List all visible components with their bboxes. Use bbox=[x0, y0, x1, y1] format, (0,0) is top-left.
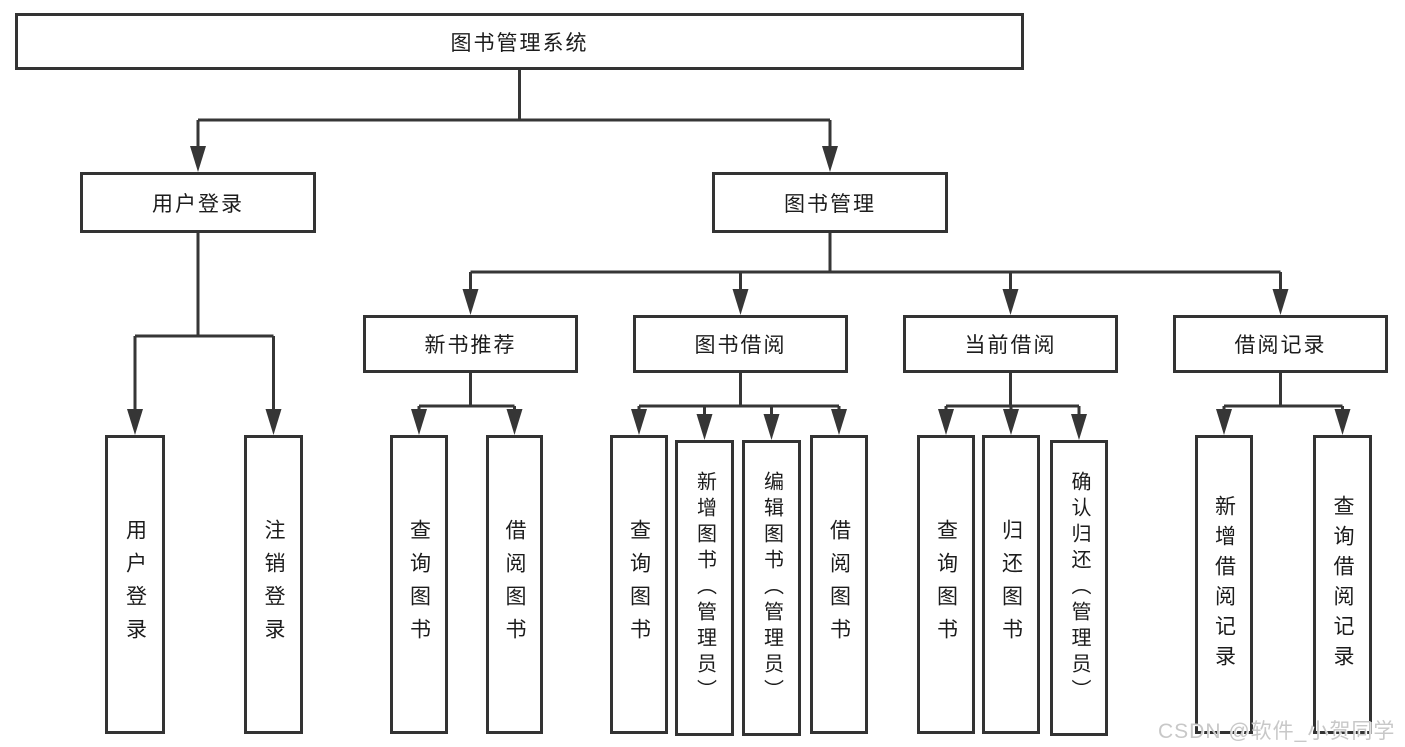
leaf-borrow-query-label: 查询图书 bbox=[627, 518, 651, 651]
node-book-mgmt: 图书管理 bbox=[712, 172, 948, 233]
leaf-borrow-query: 查询图书 bbox=[610, 435, 668, 734]
csdn-watermark: CSDN @软件_小贺同学 bbox=[1158, 720, 1396, 743]
leaf-current-confirm-admin: 确认归还（管理员） bbox=[1050, 440, 1108, 736]
leaf-records-query-label: 查询借阅记录 bbox=[1331, 494, 1354, 675]
connector-bookmgmt-branch bbox=[469, 233, 1282, 295]
leaf-records-query: 查询借阅记录 bbox=[1313, 435, 1372, 734]
leaf-current-return: 归还图书 bbox=[982, 435, 1040, 734]
node-user-login-label: 用户登录 bbox=[152, 192, 244, 216]
leaf-borrow-add-admin-label: 新增图书（管理员） bbox=[693, 471, 716, 705]
node-root: 图书管理系统 bbox=[15, 13, 1024, 70]
leaf-records-add-label: 新增借阅记录 bbox=[1212, 494, 1236, 675]
node-book-borrow: 图书借阅 bbox=[633, 315, 848, 373]
arrowhead bbox=[938, 409, 954, 435]
leaf-user-login: 用户登录 bbox=[105, 435, 165, 734]
node-current-borrow-label: 当前借阅 bbox=[964, 334, 1057, 357]
connector-userlogin-branch bbox=[133, 233, 275, 415]
node-book-mgmt-label: 图书管理 bbox=[784, 192, 876, 216]
arrowhead bbox=[265, 409, 282, 435]
arrowhead bbox=[831, 409, 847, 435]
leaf-newbooks-query: 查询图书 bbox=[390, 435, 448, 734]
node-new-books-label: 新书推荐 bbox=[424, 334, 517, 357]
leaf-user-login-label: 用户登录 bbox=[123, 518, 147, 651]
leaf-borrow-edit-admin: 编辑图书（管理员） bbox=[742, 440, 801, 736]
node-new-books: 新书推荐 bbox=[363, 315, 578, 373]
node-root-label: 图书管理系统 bbox=[450, 31, 589, 55]
leaf-logout-label: 注销登录 bbox=[262, 518, 285, 651]
connector-newbooks-branch bbox=[417, 373, 516, 415]
arrowhead bbox=[1003, 409, 1019, 435]
arrowhead bbox=[631, 409, 647, 435]
arrowhead bbox=[411, 409, 427, 435]
arrowhead bbox=[696, 414, 713, 440]
arrowhead bbox=[1071, 414, 1087, 440]
connector-records-branch bbox=[1222, 373, 1344, 415]
arrowhead bbox=[1272, 289, 1289, 315]
arrowhead bbox=[462, 289, 479, 315]
leaf-newbooks-query-label: 查询图书 bbox=[407, 518, 431, 651]
arrowhead bbox=[822, 146, 838, 172]
arrowhead bbox=[190, 146, 206, 172]
leaf-newbooks-borrow-label: 借阅图书 bbox=[503, 518, 526, 651]
leaf-records-add: 新增借阅记录 bbox=[1195, 435, 1253, 734]
node-borrow-records: 借阅记录 bbox=[1173, 315, 1388, 373]
arrowhead bbox=[1334, 409, 1351, 435]
arrowhead bbox=[1002, 289, 1019, 315]
leaf-borrow-borrow-label: 借阅图书 bbox=[827, 518, 851, 651]
node-user-login: 用户登录 bbox=[80, 172, 316, 233]
arrowhead bbox=[732, 289, 749, 315]
leaf-borrow-borrow: 借阅图书 bbox=[810, 435, 868, 734]
arrowhead bbox=[127, 409, 143, 435]
arrowhead bbox=[506, 409, 523, 435]
leaf-borrow-edit-admin-label: 编辑图书（管理员） bbox=[760, 471, 783, 705]
node-borrow-records-label: 借阅记录 bbox=[1234, 334, 1327, 357]
leaf-current-query: 查询图书 bbox=[917, 435, 975, 734]
arrowhead bbox=[1216, 409, 1232, 435]
leaf-logout: 注销登录 bbox=[244, 435, 303, 734]
arrowhead bbox=[763, 414, 780, 440]
node-current-borrow: 当前借阅 bbox=[903, 315, 1118, 373]
leaf-borrow-add-admin: 新增图书（管理员） bbox=[675, 440, 734, 736]
connector-bookborrow-branch bbox=[637, 373, 841, 420]
leaf-newbooks-borrow: 借阅图书 bbox=[486, 435, 543, 734]
node-book-borrow-label: 图书借阅 bbox=[694, 334, 787, 357]
connector-root-to-level2 bbox=[196, 69, 832, 152]
leaf-current-confirm-admin-label: 确认归还（管理员） bbox=[1068, 471, 1090, 705]
leaf-current-return-label: 归还图书 bbox=[999, 518, 1023, 651]
leaf-current-query-label: 查询图书 bbox=[934, 518, 958, 651]
